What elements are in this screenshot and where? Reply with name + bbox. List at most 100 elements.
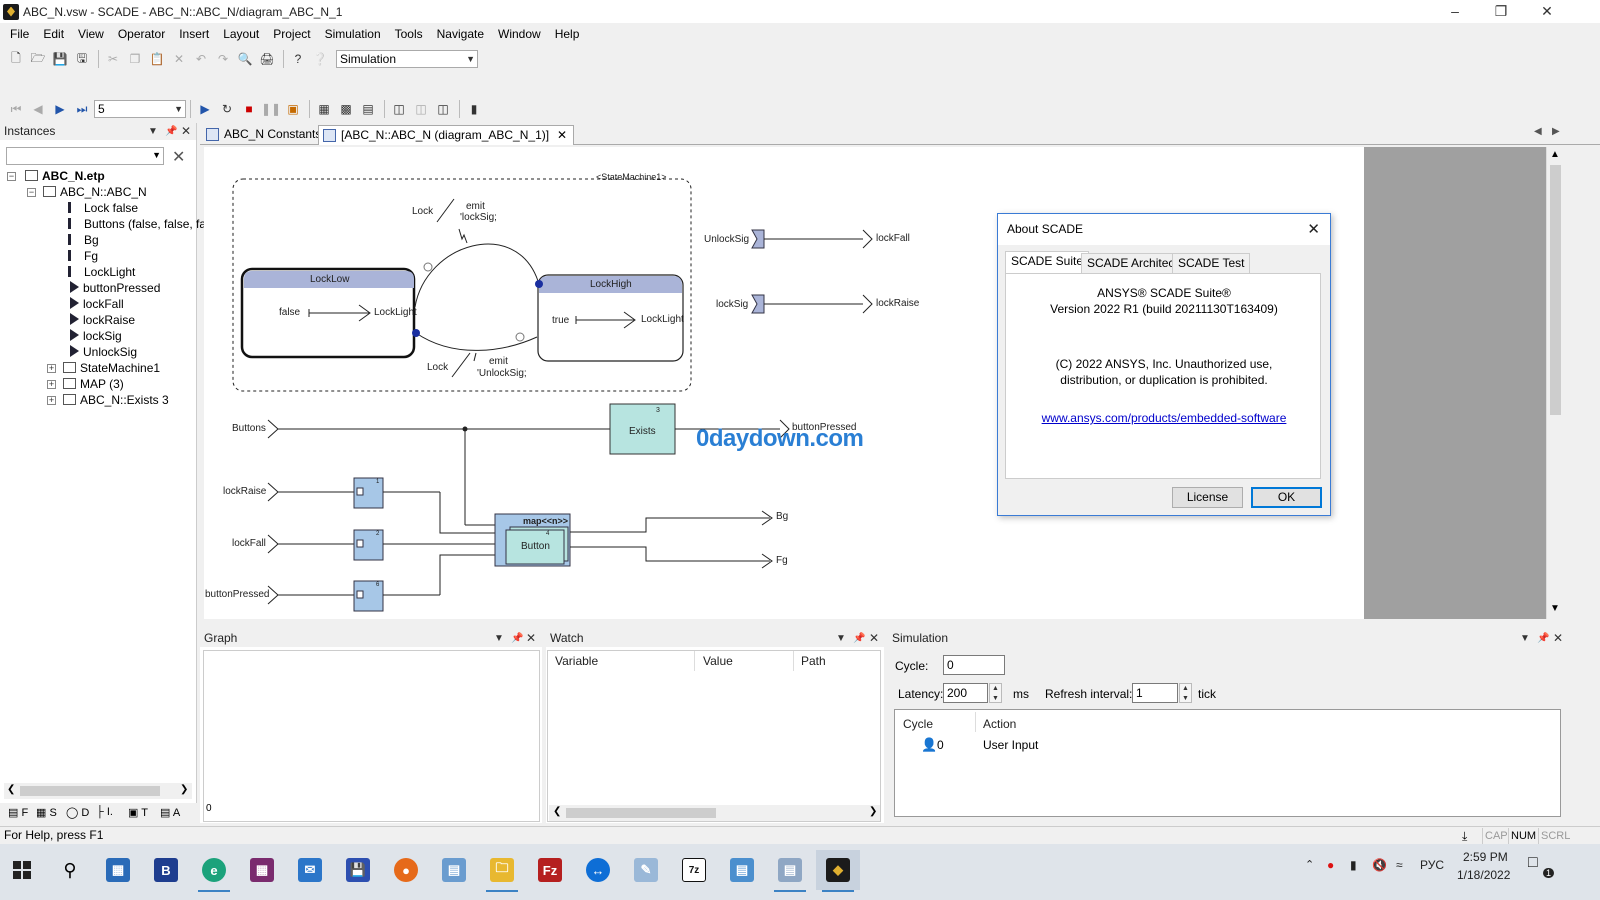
restore-button[interactable]: ❐ — [1494, 3, 1508, 19]
taskbar-image-viewer[interactable]: ▤ — [768, 850, 812, 892]
taskbar-app-window[interactable]: ▤ — [720, 850, 764, 890]
simulation-action-grid[interactable]: Cycle Action 👤 0 User Input — [894, 709, 1561, 817]
tab-instances[interactable]: ├ I. — [96, 806, 113, 818]
tree-node-operator[interactable]: ABC_N::ABC_N — [43, 184, 147, 200]
paste-icon[interactable]: 📋 — [149, 52, 165, 66]
menu-help[interactable]: Help — [554, 26, 580, 41]
stop-icon[interactable]: ■ — [245, 102, 253, 116]
cycle-input[interactable]: 0 — [943, 655, 1005, 675]
help-icon[interactable]: ❔ — [312, 52, 328, 66]
mcafee-icon[interactable]: ● — [1327, 858, 1335, 872]
output-lockraise-symbol[interactable] — [862, 294, 873, 314]
refresh-interval-input[interactable]: 1 — [1132, 683, 1178, 703]
scroll-left-icon[interactable]: ❮ — [553, 806, 562, 817]
graph-plot-area[interactable]: 0 — [203, 650, 540, 822]
expand-icon[interactable]: + — [47, 379, 56, 389]
collapse-icon[interactable]: − — [7, 171, 16, 181]
refresh-interval-spinner[interactable]: ▲▼ — [1179, 683, 1192, 703]
delete-icon[interactable]: ✕ — [173, 52, 185, 66]
taskbar-save-app[interactable]: 💾 — [336, 850, 380, 890]
step-icon[interactable]: ▶ — [55, 102, 65, 116]
tree-item-lockraise[interactable]: lockRaise — [68, 312, 135, 328]
output-fg-symbol[interactable] — [761, 553, 773, 569]
tab-test[interactable]: ▣ T — [128, 807, 148, 819]
rewind-icon[interactable]: ⏮ — [10, 101, 22, 116]
scroll-up-icon[interactable]: ▲ — [1550, 149, 1560, 160]
trace-icon[interactable]: ▦ — [318, 102, 330, 116]
open-folder-icon[interactable]: 🗁 — [30, 50, 46, 65]
signal-unlocksig-symbol[interactable] — [751, 229, 765, 249]
menu-tools[interactable]: Tools — [394, 26, 423, 41]
pin-icon[interactable]: 📌 — [853, 633, 866, 644]
taskbar-7zip[interactable]: 7z — [672, 850, 716, 890]
tree-item-exists[interactable]: ABC_N::Exists 3 — [63, 392, 169, 408]
build-icon[interactable]: ▣ — [287, 102, 299, 116]
tree-item-lock[interactable]: Lock false — [68, 200, 138, 216]
taskbar-edge[interactable]: e — [192, 850, 236, 892]
copy-icon[interactable]: ❐ — [129, 52, 141, 66]
input-lockfall-symbol[interactable] — [267, 534, 279, 554]
taskbar-firefox[interactable]: ● — [384, 850, 428, 890]
tree-item-bg[interactable]: Bg — [68, 232, 99, 248]
watch-column-variable[interactable]: Variable — [555, 654, 599, 668]
menu-operator[interactable]: Operator — [117, 26, 166, 41]
tree-item-lockfall[interactable]: lockFall — [68, 296, 124, 312]
menu-edit[interactable]: Edit — [43, 26, 65, 41]
tree-root-project[interactable]: ABC_N.etp — [25, 168, 105, 184]
license-button[interactable]: License — [1172, 487, 1243, 508]
search-button[interactable]: ⚲ — [48, 850, 92, 890]
close-panel-icon[interactable]: ✕ — [869, 631, 880, 645]
menu-simulation[interactable]: Simulation — [324, 26, 381, 41]
clear-filter-icon[interactable]: ✕ — [172, 149, 186, 166]
map-inner-button-block[interactable] — [505, 529, 565, 565]
taskbar-paint[interactable]: ✎ — [624, 850, 668, 890]
clock-date[interactable]: 1/18/2022 — [1457, 868, 1511, 882]
instances-hscrollbar[interactable]: ❮ ❯ — [4, 783, 192, 799]
menu-file[interactable]: File — [10, 26, 30, 41]
run-icon[interactable]: ▶ — [200, 102, 210, 116]
pin-icon[interactable]: 📌 — [165, 126, 178, 137]
sim-column-cycle[interactable]: Cycle — [903, 717, 934, 731]
cut-icon[interactable]: ✂ — [107, 52, 119, 66]
tab-abc-n-constants[interactable]: ABC_N Constants — [202, 125, 327, 145]
signal-locksig-symbol[interactable] — [751, 294, 765, 314]
graph-icon[interactable]: ▤ — [362, 102, 374, 116]
watch-column-path[interactable]: Path — [801, 654, 826, 668]
panel-menu-icon[interactable]: ▼ — [494, 633, 504, 644]
redo-icon[interactable]: ↷ — [217, 52, 229, 66]
ok-button[interactable]: OK — [1251, 487, 1322, 508]
tab-diagram[interactable]: [ABC_N::ABC_N (diagram_ABC_N_1)] ✕ — [318, 125, 575, 145]
table-row[interactable]: 👤 0 User Input — [895, 735, 1560, 753]
tab-scade-suite[interactable]: SCADE Suite — [1005, 251, 1090, 275]
scroll-right-icon[interactable]: ❯ — [180, 784, 189, 795]
tree-item-locksig[interactable]: lockSig — [68, 328, 122, 344]
pin-icon[interactable]: 📌 — [511, 633, 524, 644]
tree-item-statemachine[interactable]: StateMachine1 — [63, 360, 160, 376]
taskbar-scade[interactable]: ◆ — [816, 850, 860, 892]
input-lockraise-symbol[interactable] — [267, 482, 279, 502]
scroll-down-icon[interactable]: ▼ — [1550, 603, 1560, 614]
tray-overflow-icon[interactable]: ⌃ — [1305, 859, 1315, 871]
taskbar-store[interactable]: ▦ — [96, 850, 140, 890]
taskbar-filezilla[interactable]: Fz — [528, 850, 572, 890]
menu-window[interactable]: Window — [498, 26, 541, 41]
taskbar-app-b[interactable]: B — [144, 850, 188, 890]
menu-view[interactable]: View — [78, 26, 104, 41]
taskbar-archiver[interactable]: ▦ — [240, 850, 284, 890]
output-lockfall-symbol[interactable] — [862, 229, 873, 249]
exists-block[interactable] — [609, 403, 676, 455]
expand-icon[interactable]: + — [47, 363, 56, 373]
taskbar-mail[interactable]: ✉ — [288, 850, 332, 890]
tab-files[interactable]: ▤ F — [8, 807, 29, 819]
latency-spinner[interactable]: ▲▼ — [989, 683, 1002, 703]
taskbar-explorer[interactable]: 🗀 — [480, 850, 524, 892]
watch-icon[interactable]: ▩ — [340, 102, 352, 116]
start-button[interactable] — [0, 850, 44, 890]
instances-filter-input[interactable]: ▼ — [6, 147, 164, 165]
tab-design[interactable]: ◯ D — [66, 807, 90, 819]
tab-scade[interactable]: ▦ S — [36, 807, 57, 819]
input-buttons-symbol[interactable] — [267, 419, 279, 439]
restart-icon[interactable]: ↻ — [221, 102, 233, 116]
find-icon[interactable]: 🔍 — [237, 52, 253, 66]
transition-high-to-low[interactable] — [415, 332, 538, 351]
